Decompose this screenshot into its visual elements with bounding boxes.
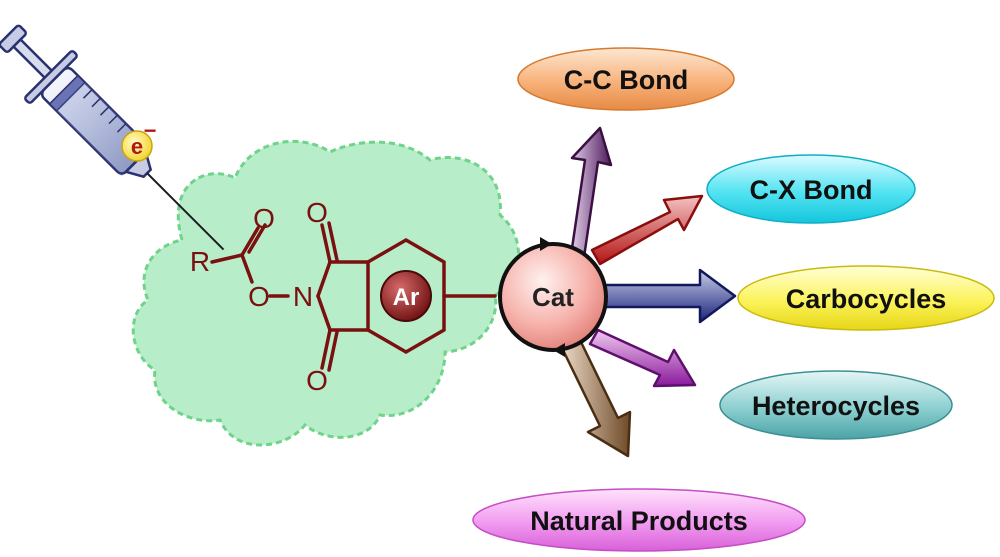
arrow-heterocycles: [588, 328, 697, 388]
benzene-ring: [366, 237, 446, 355]
bond-c-o-bottom-a: [320, 328, 332, 370]
atom-r: R: [190, 246, 210, 277]
electron-icon: e −: [121, 118, 157, 162]
substrate-cloud: [131, 139, 520, 447]
product-cx-bond: C-X Bond: [706, 154, 916, 224]
molecule-atoms: R O O N O O Ar: [190, 197, 432, 396]
atom-o-top: O: [306, 197, 328, 228]
cycle-arrowhead-bottom: [553, 343, 565, 357]
bond-c-o-bottom-b: [327, 330, 339, 372]
aryl-label: Ar: [393, 284, 420, 311]
bond-c-o-top-b: [327, 221, 339, 262]
atom-n: N: [293, 281, 313, 312]
atom-o-bottom: O: [306, 365, 328, 396]
electron-label: e: [131, 134, 143, 159]
product-label-heterocycles: Heterocycles: [752, 391, 920, 421]
product-arrows: [560, 126, 737, 458]
electron-charge: −: [144, 118, 157, 143]
atom-o-carbonyl: O: [253, 203, 275, 234]
product-label-cc-bond: C-C Bond: [564, 65, 688, 95]
bond-c-o-linker: [240, 253, 254, 284]
bond-c-o-double-a: [240, 226, 260, 257]
bond-n-c-bottom: [316, 294, 332, 332]
product-carbocycles: Carbocycles: [737, 265, 995, 331]
aryl-circle: [380, 270, 432, 322]
nhpi-ester-structure: [210, 221, 497, 372]
bond-r-c: [210, 253, 244, 264]
atom-o-linker: O: [248, 281, 270, 312]
arrow-natural-products: [560, 338, 632, 458]
bond-c-o-top-a: [320, 223, 332, 264]
arrow-cx-bond: [590, 194, 704, 266]
product-label-carbocycles: Carbocycles: [786, 284, 947, 314]
product-label-natural-products: Natural Products: [530, 506, 748, 536]
catalyst-node: Cat: [498, 237, 608, 357]
cycle-arrowhead-top: [540, 237, 552, 251]
bond-n-c-top: [316, 260, 332, 298]
product-cc-bond: C-C Bond: [517, 47, 735, 111]
bond-c-o-double-b: [247, 223, 267, 254]
product-heterocycles: Heterocycles: [719, 370, 953, 440]
product-natural-products: Natural Products: [472, 488, 806, 552]
catalyst-label: Cat: [532, 282, 574, 312]
product-label-cx-bond: C-X Bond: [750, 175, 873, 205]
arrow-cc-bond: [568, 126, 613, 266]
arrow-carbocycles: [598, 268, 737, 324]
